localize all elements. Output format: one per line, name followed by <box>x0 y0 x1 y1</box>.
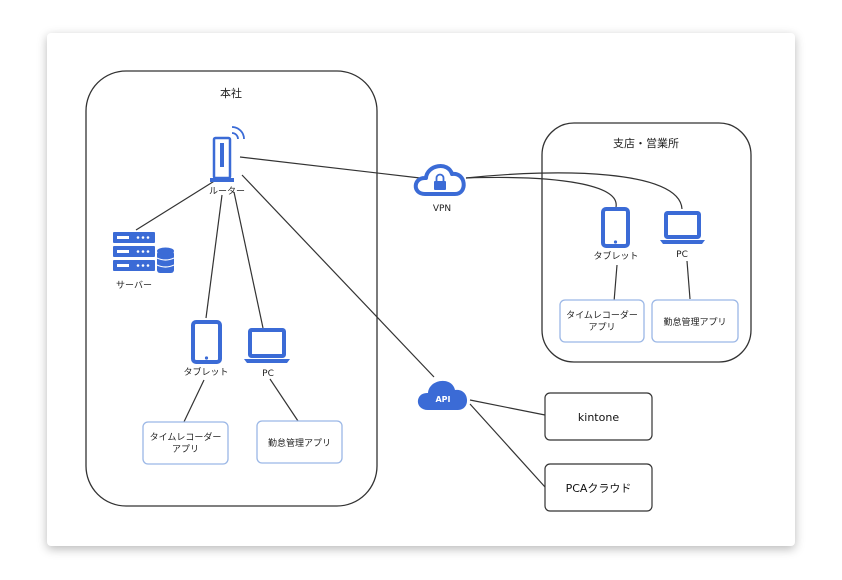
kintone-label: kintone <box>578 411 619 424</box>
server-label: サーバー <box>116 280 152 291</box>
router-icon <box>210 126 245 182</box>
time-recorder-app-line1: タイムレコーダー <box>150 431 222 443</box>
laptop-icon <box>244 328 290 363</box>
pc-label: PC <box>262 369 274 379</box>
branch-title: 支店・営業所 <box>613 136 679 150</box>
branch-attendance-app-box <box>651 299 739 343</box>
branch-time-recorder-app-line1: タイムレコーダー <box>566 309 638 321</box>
router-to-pc-line <box>233 191 264 329</box>
pca-cloud-box <box>544 463 653 512</box>
headquarters-frame <box>85 70 378 507</box>
api-to-pca-line <box>469 403 546 488</box>
branch-pc-to-attendance-line <box>686 260 691 300</box>
branch-pc-label: PC <box>676 250 688 260</box>
time-recorder-app-box <box>142 421 229 465</box>
database-icon <box>156 247 175 273</box>
kintone-box <box>544 392 653 441</box>
branch-laptop-icon <box>660 211 705 244</box>
api-label: API <box>435 395 450 404</box>
pca-cloud-label: PCAクラウド <box>566 482 632 495</box>
attendance-app-label: 勤怠管理アプリ <box>268 437 331 449</box>
branch-tablet-label: タブレット <box>593 250 638 262</box>
vpn-label: VPN <box>433 204 451 214</box>
branch-time-recorder-app-line2: アプリ <box>588 322 615 333</box>
vpn-to-branch-pc-line <box>465 172 683 210</box>
tablet-label: タブレット <box>183 366 228 378</box>
api-to-kintone-line <box>469 399 546 416</box>
vpn-cloud-icon <box>413 164 466 196</box>
vpn-to-branch-tablet-line <box>465 176 617 208</box>
router-to-server-line <box>135 179 217 231</box>
connections <box>135 156 691 488</box>
headquarters-title: 本社 <box>220 86 242 100</box>
branch-tablet-icon <box>601 207 630 248</box>
branch-attendance-app-label: 勤怠管理アプリ <box>663 316 726 328</box>
tablet-icon <box>191 320 222 364</box>
tablet-to-time-recorder-line <box>181 379 205 427</box>
router-to-api-line <box>241 174 435 378</box>
router-to-tablet-line <box>205 194 223 319</box>
api-cloud-icon <box>417 380 468 410</box>
pc-to-attendance-line <box>269 378 299 422</box>
branch-time-recorder-app-box <box>559 299 645 343</box>
lock-icon <box>434 173 446 190</box>
attendance-app-box <box>256 420 343 464</box>
router-to-vpn-line <box>239 156 421 179</box>
router-label: ルーター <box>209 186 245 197</box>
branch-frame <box>541 122 752 363</box>
branch-tablet-to-time-recorder-line <box>613 264 618 303</box>
time-recorder-app-line2: アプリ <box>172 444 199 455</box>
server-icon <box>113 232 155 271</box>
